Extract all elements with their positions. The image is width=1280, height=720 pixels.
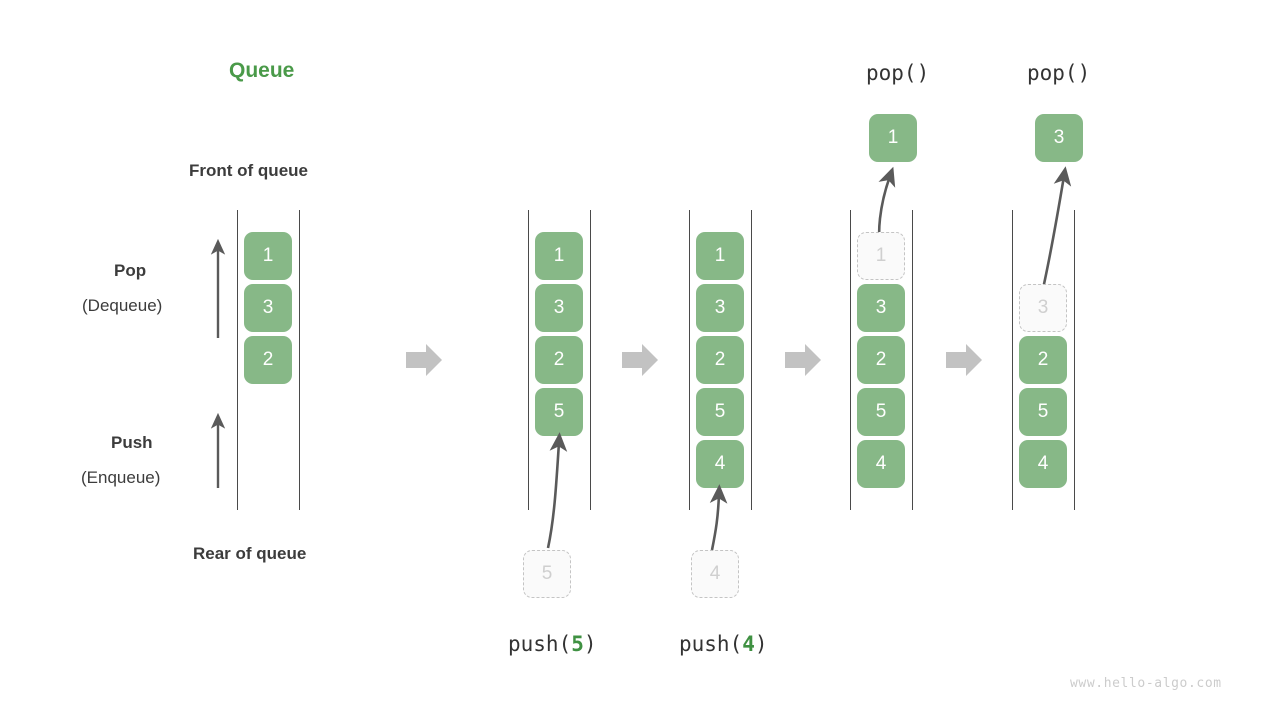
transition-arrow-icon xyxy=(406,344,442,376)
queue-element: 3 xyxy=(535,284,583,332)
popped-element: 3 xyxy=(1035,114,1083,162)
queue-rail-right xyxy=(299,210,300,510)
queue-element: 1 xyxy=(244,232,292,280)
caption-arg: 4 xyxy=(742,632,755,656)
queue-element: 2 xyxy=(244,336,292,384)
incoming-element-ghost: 5 xyxy=(523,550,571,598)
caption-suffix: ) xyxy=(583,632,597,656)
diagram-title: Queue xyxy=(229,59,295,82)
queue-element-ghost: 3 xyxy=(1019,284,1067,332)
push-label: Push xyxy=(111,433,153,452)
caption-prefix: push( xyxy=(679,632,743,656)
caption-arg: 5 xyxy=(571,632,584,656)
stage-caption-push-4: push(4) xyxy=(679,632,768,656)
stage-caption-push-5: push(5) xyxy=(508,632,597,656)
incoming-element-ghost: 4 xyxy=(691,550,739,598)
queue-element: 1 xyxy=(696,232,744,280)
queue-rail-left xyxy=(528,210,529,510)
queue-rail-left xyxy=(1012,210,1013,510)
queue-rail-left xyxy=(237,210,238,510)
queue-element: 4 xyxy=(1019,440,1067,488)
stage-caption-pop-1: pop() xyxy=(866,61,930,85)
queue-element: 5 xyxy=(535,388,583,436)
queue-element: 1 xyxy=(535,232,583,280)
queue-rail-left xyxy=(850,210,851,510)
pop-direction-arrow-icon xyxy=(210,238,226,338)
queue-element: 5 xyxy=(857,388,905,436)
rear-of-queue-label: Rear of queue xyxy=(193,544,307,563)
queue-element: 4 xyxy=(696,440,744,488)
transition-arrow-icon xyxy=(622,344,658,376)
queue-element-ghost: 1 xyxy=(857,232,905,280)
queue-element: 5 xyxy=(1019,388,1067,436)
transition-arrow-icon xyxy=(946,344,982,376)
queue-element: 2 xyxy=(535,336,583,384)
queue-rail-left xyxy=(689,210,690,510)
queue-rail-right xyxy=(590,210,591,510)
front-of-queue-label: Front of queue xyxy=(189,161,308,180)
queue-element: 4 xyxy=(857,440,905,488)
push-element-arrow-icon xyxy=(546,432,568,549)
queue-element: 2 xyxy=(1019,336,1067,384)
queue-element: 3 xyxy=(244,284,292,332)
queue-rail-right xyxy=(912,210,913,510)
dequeue-label: (Dequeue) xyxy=(82,296,163,315)
push-direction-arrow-icon xyxy=(210,412,226,488)
pop-label: Pop xyxy=(114,261,147,280)
queue-element: 3 xyxy=(696,284,744,332)
caption-suffix: ) xyxy=(754,632,768,656)
queue-element: 2 xyxy=(696,336,744,384)
caption-prefix: push( xyxy=(508,632,572,656)
queue-rail-right xyxy=(751,210,752,510)
stage-caption-pop-3: pop() xyxy=(1027,61,1091,85)
popped-element: 1 xyxy=(869,114,917,162)
push-element-arrow-icon xyxy=(709,484,728,551)
queue-element: 2 xyxy=(857,336,905,384)
queue-element: 3 xyxy=(857,284,905,332)
queue-rail-right xyxy=(1074,210,1075,510)
transition-arrow-icon xyxy=(785,344,821,376)
queue-element: 5 xyxy=(696,388,744,436)
watermark: www.hello-algo.com xyxy=(1070,676,1222,691)
enqueue-label: (Enqueue) xyxy=(81,468,161,487)
